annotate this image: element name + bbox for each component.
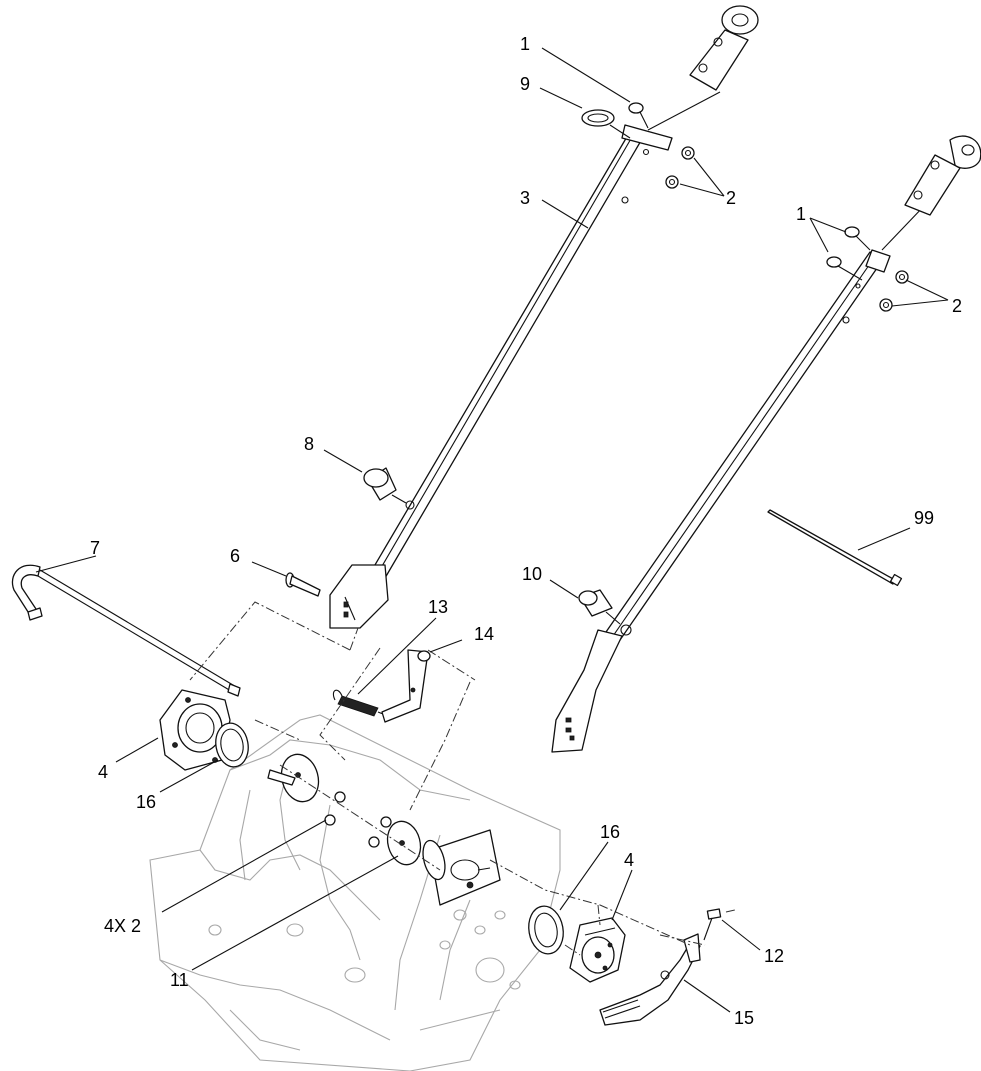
callout-4: 4 xyxy=(98,762,108,782)
seal-16-right xyxy=(528,905,564,955)
knob-10 xyxy=(578,589,621,625)
callout-9: 9 xyxy=(520,74,530,94)
pin-1-a xyxy=(628,102,649,129)
callout-16: 16 xyxy=(600,822,620,842)
callout-6: 6 xyxy=(230,546,240,566)
control-handle-right xyxy=(551,135,981,753)
callout-12: 12 xyxy=(764,946,784,966)
rod-7 xyxy=(11,564,241,697)
bearing-4-left xyxy=(159,689,231,771)
callout-4: 4 xyxy=(624,850,634,870)
callout-99: 99 xyxy=(914,508,934,528)
bearing-4-right xyxy=(569,917,626,983)
nut-2-a xyxy=(665,146,695,189)
knob-8 xyxy=(363,467,407,504)
callout-3: 3 xyxy=(520,188,530,208)
bracket-14 xyxy=(381,649,431,723)
callout-15: 15 xyxy=(734,1008,754,1028)
callout-10: 10 xyxy=(522,564,542,584)
spring-13 xyxy=(332,689,389,717)
callout-1: 1 xyxy=(796,204,806,224)
chassis-housing xyxy=(149,714,561,1071)
callout-14: 14 xyxy=(474,624,494,644)
bolt-6 xyxy=(285,572,321,597)
control-handle-3 xyxy=(329,5,759,629)
pedal-15 xyxy=(599,933,701,1026)
bolt-12 xyxy=(703,908,722,941)
callout-1: 1 xyxy=(520,34,530,54)
nut-4x2 xyxy=(324,791,392,848)
callout-8: 8 xyxy=(304,434,314,454)
nut-2-b xyxy=(879,270,909,312)
leader-lines xyxy=(35,47,949,1013)
clip-9 xyxy=(581,109,631,139)
callout-2: 2 xyxy=(952,296,962,316)
callout-13: 13 xyxy=(428,597,448,617)
seal-16-left xyxy=(215,722,249,768)
callout-16: 16 xyxy=(136,792,156,812)
callout-4x2: 4X 2 xyxy=(104,916,141,936)
callout-labels: 1 9 2 3 1 2 8 99 7 6 10 13 14 4 16 4X 2 … xyxy=(90,34,962,1028)
cable-tie-99 xyxy=(767,509,903,587)
callout-7: 7 xyxy=(90,538,100,558)
callout-2: 2 xyxy=(726,188,736,208)
callout-11: 11 xyxy=(170,970,189,990)
drive-plate xyxy=(429,829,501,906)
assembly-lines xyxy=(189,601,736,956)
